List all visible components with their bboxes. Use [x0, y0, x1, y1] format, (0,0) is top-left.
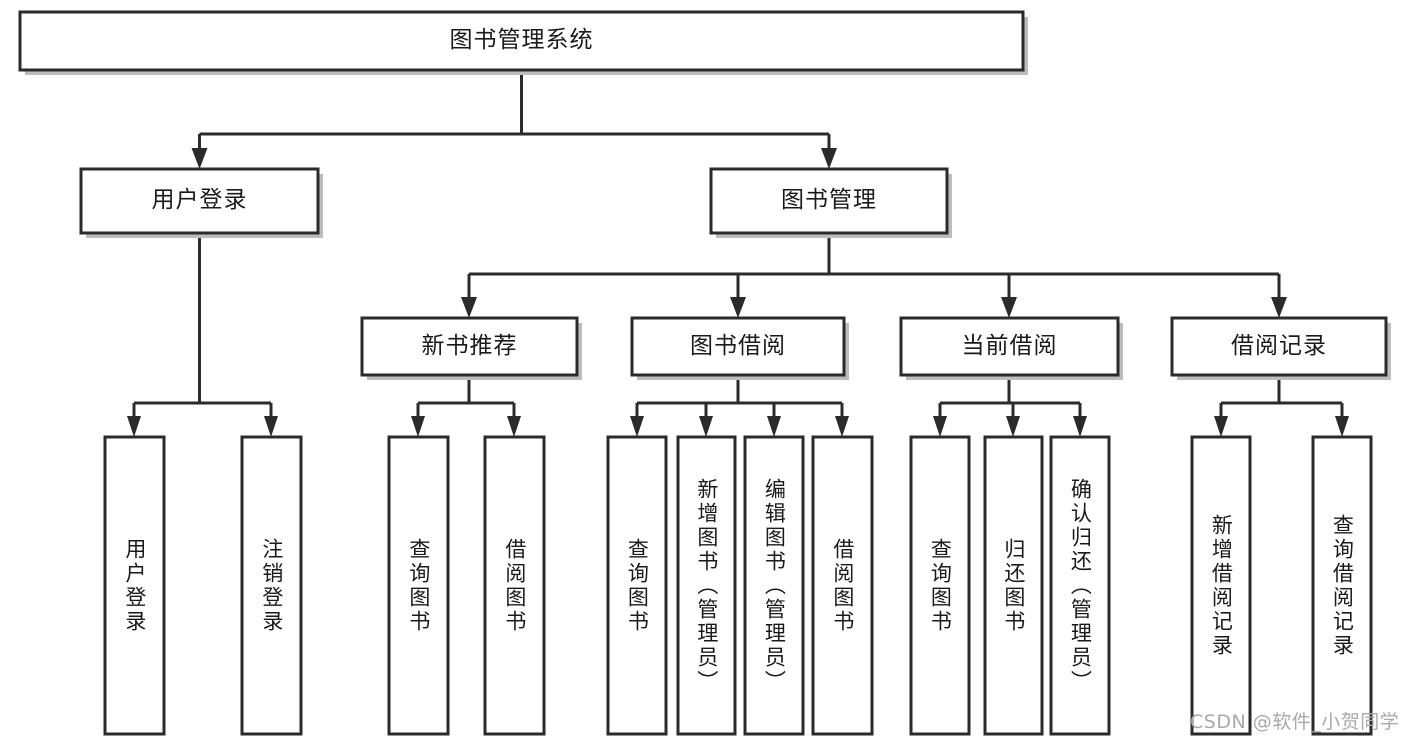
node-box-user-login[interactable]: [79, 167, 320, 235]
leaf-box-query-book-3[interactable]: [909, 435, 971, 736]
node-box-root[interactable]: [18, 10, 1025, 72]
arrow-head-leaf-add-book: [699, 416, 713, 437]
connector-group-borrow: [630, 375, 849, 437]
node-boxes: [18, 10, 1391, 736]
arrow-head-book-mgmt: [821, 148, 837, 169]
arrow-head-user-login: [191, 148, 208, 169]
arrow-head-leaf-confirm-return: [1073, 416, 1087, 437]
leaf-box-user-login[interactable]: [103, 435, 166, 736]
arrow-head-leaf-logout: [264, 416, 278, 437]
arrow-head-current-borrow: [1001, 297, 1017, 318]
csdn-watermark: CSDN @软件_小贺同学: [1190, 711, 1400, 733]
node-box-borrow-record[interactable]: [1170, 316, 1388, 377]
arrow-head-leaf-borrow-book-2: [835, 416, 849, 437]
leaf-box-add-book[interactable]: [676, 435, 737, 736]
arrow-head-leaf-query-record: [1335, 416, 1349, 437]
leaf-box-edit-book[interactable]: [743, 435, 805, 736]
leaf-box-confirm-return[interactable]: [1049, 435, 1111, 736]
arrow-head-borrow: [730, 297, 746, 318]
arrow-head-leaf-edit-book: [767, 416, 781, 437]
leaf-box-return-book[interactable]: [983, 435, 1044, 736]
arrow-head-leaf-query-book-1: [411, 416, 425, 437]
connector-group-root: [191, 70, 837, 169]
arrow-head-leaf-query-book-2: [630, 416, 644, 437]
leaf-box-borrow-book-2[interactable]: [811, 435, 874, 736]
node-box-book-borrow[interactable]: [630, 316, 846, 377]
leaf-box-borrow-book-1[interactable]: [483, 435, 546, 736]
arrow-head-leaf-add-record: [1214, 416, 1228, 437]
leaf-box-add-record[interactable]: [1190, 435, 1252, 736]
leaf-box-query-book-1[interactable]: [387, 435, 450, 736]
leaf-box-logout[interactable]: [240, 435, 303, 736]
arrow-head-leaf-user-login: [127, 416, 141, 437]
arrow-head-new-book: [461, 297, 477, 318]
connector-group-book-mgmt: [461, 233, 1287, 318]
connector-group-borrow-record: [1214, 375, 1349, 437]
leaf-box-query-record[interactable]: [1311, 435, 1373, 736]
connector-group-current-borrow: [933, 375, 1087, 437]
node-box-book-management[interactable]: [709, 167, 949, 235]
arrow-head-borrow-record: [1271, 297, 1287, 318]
node-box-current-borrow[interactable]: [899, 316, 1120, 377]
connector-group-new-book: [411, 375, 521, 437]
arrow-head-leaf-return-book: [1006, 416, 1020, 437]
arrow-head-leaf-borrow-book-1: [507, 416, 521, 437]
node-box-new-book-recommend[interactable]: [360, 316, 579, 377]
leaf-box-query-book-2[interactable]: [606, 435, 668, 736]
connector-group-user-login: [127, 233, 278, 437]
arrow-head-leaf-query-book-3: [933, 416, 947, 437]
